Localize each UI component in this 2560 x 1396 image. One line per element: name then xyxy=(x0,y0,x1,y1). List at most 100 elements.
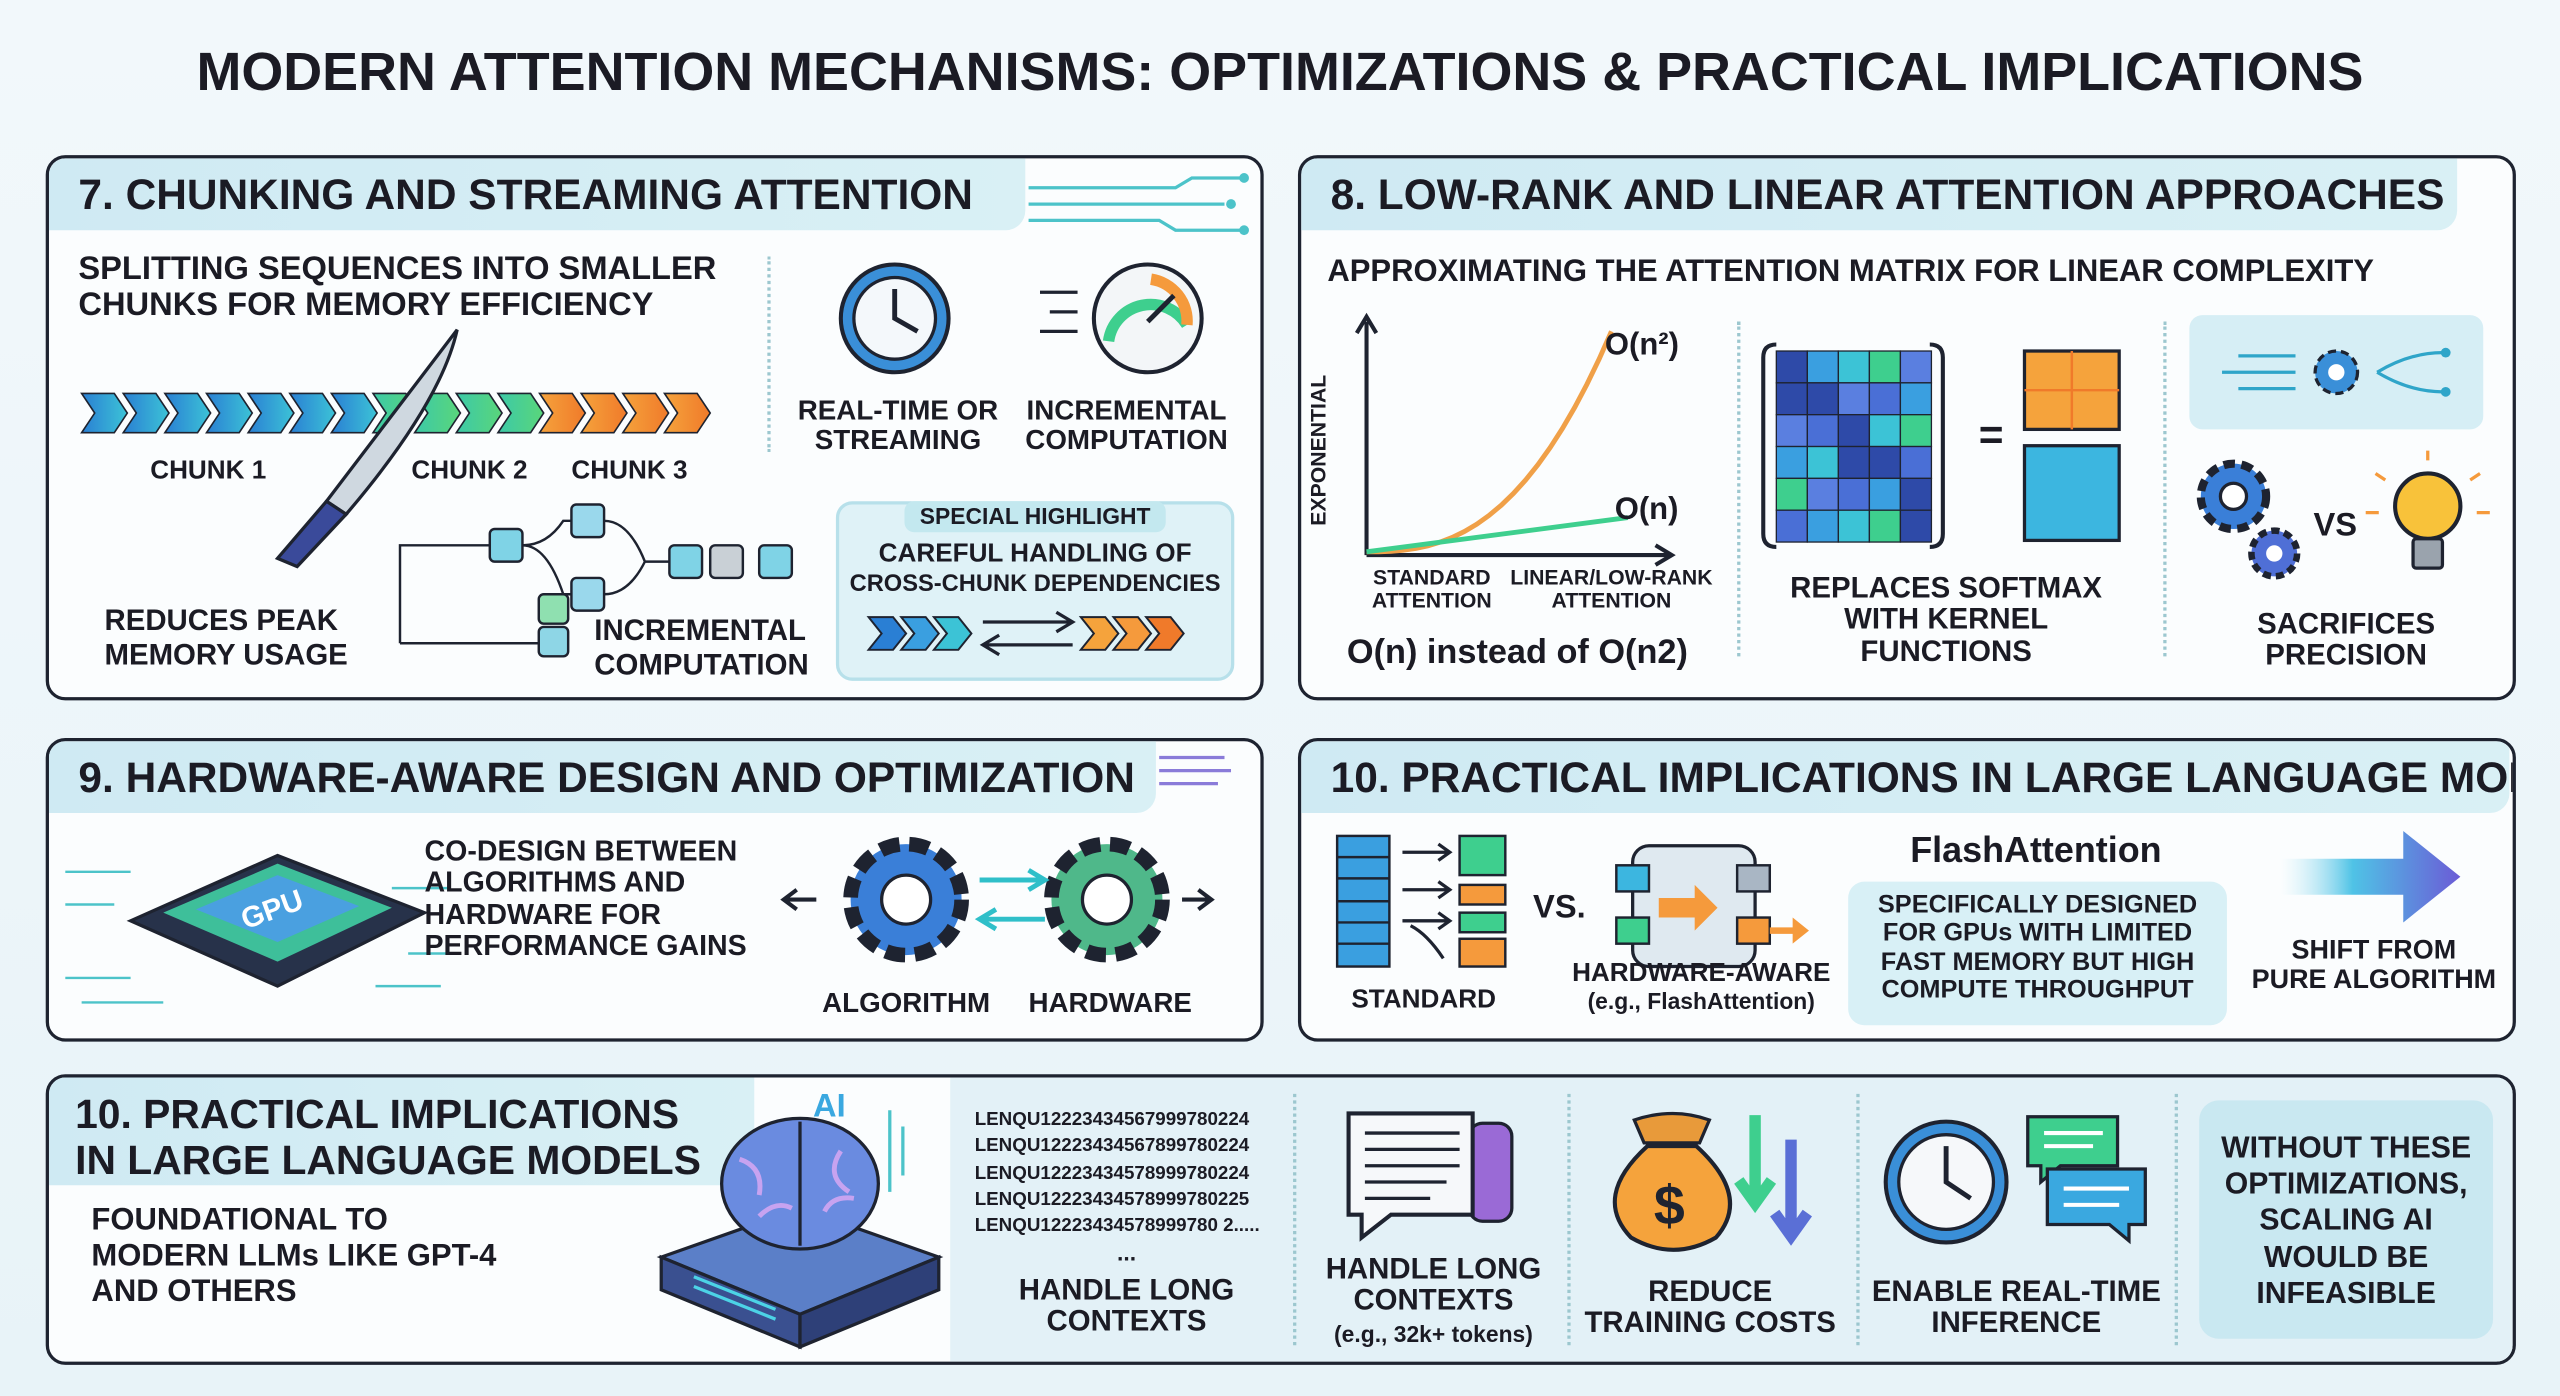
document-icon xyxy=(1346,1111,1514,1242)
text: ATTENTION xyxy=(1371,587,1492,613)
panel-header-box xyxy=(48,1077,755,1186)
special-highlight-box: SPECIAL HIGHLIGHT CAREFUL HANDLING OF CR… xyxy=(835,501,1235,681)
highlight-text: CROSS-CHUNK DEPENDENCIES xyxy=(849,571,1221,598)
circuit-lines-icon xyxy=(1028,173,1249,236)
highlight-tag: SPECIAL HIGHLIGHT xyxy=(904,501,1166,533)
chunk-label: CHUNK 2 xyxy=(411,457,528,485)
divider xyxy=(1737,321,1741,657)
y-axis-label: EXPONENTIAL xyxy=(1306,374,1331,526)
equals-sign: = xyxy=(1978,409,2004,459)
token-line: LENQU12223434578999780225 xyxy=(974,1190,1250,1210)
chart-axes xyxy=(1354,312,1676,567)
text: HANDLE LONG xyxy=(1018,1273,1235,1307)
panel-header: 8. LOW-RANK AND LINEAR ATTENTION APPROAC… xyxy=(1301,158,2458,231)
incremental-flow-diagram xyxy=(398,503,794,658)
text: WITH KERNEL xyxy=(1844,603,2049,636)
matrix-cell xyxy=(1868,509,1902,543)
text: FAST MEMORY BUT HIGH xyxy=(1880,948,2195,976)
linear-curve xyxy=(1366,515,1629,555)
hardware-aware-label: HARDWARE-AWARE(e.g., FlashAttention) xyxy=(1546,960,1856,1016)
matrix-cell xyxy=(1806,414,1840,448)
matrix-cell xyxy=(1868,350,1902,384)
lightbulb-icon xyxy=(2365,450,2490,570)
speed-gauge-icon xyxy=(1039,262,1204,375)
chunk-chevron xyxy=(163,392,212,434)
standard-label: STANDARD xyxy=(1351,986,1496,1014)
circuit-lines-icon xyxy=(1159,755,1232,786)
clock-icon xyxy=(838,262,951,375)
text: CONTEXTS xyxy=(1353,1283,1514,1317)
text: HARDWARE-AWARE xyxy=(1572,959,1831,988)
panel-llm-implications: 10. PRACTICAL IMPLICATIONS IN LARGE LANG… xyxy=(45,1074,2516,1365)
text: ENABLE REAL-TIME xyxy=(1871,1275,2161,1308)
standard-attention-icon xyxy=(1335,834,1507,968)
hardware-aware-icon xyxy=(1615,844,1809,969)
knife-icon xyxy=(274,328,459,569)
text: AND OTHERS xyxy=(91,1274,297,1309)
panel-header: IN LARGE LANGUAGE MODELS xyxy=(75,1137,701,1184)
matrix-cell xyxy=(1775,445,1808,480)
matrix-cell xyxy=(1806,477,1840,511)
chunk-chevron xyxy=(288,392,337,434)
text: STREAMING xyxy=(814,425,982,457)
matrix-cell xyxy=(1806,382,1840,416)
hardware-label: HARDWARE xyxy=(1028,987,1192,1019)
matrix-cell xyxy=(1899,445,1933,480)
matrix-cell xyxy=(1837,445,1871,480)
text: OPTIMIZATIONS, xyxy=(2224,1166,2468,1201)
text: CO-DESIGN BETWEEN xyxy=(424,834,738,867)
shift-arrow-icon xyxy=(2280,831,2461,923)
chunk-chevrons xyxy=(80,392,712,434)
divider xyxy=(1567,1093,1571,1346)
text: REPLACES SOFTMAX xyxy=(1790,571,2103,605)
ellipsis: ... xyxy=(1116,1239,1137,1266)
matrix-cell xyxy=(1868,477,1902,511)
chunk-chevron xyxy=(329,392,379,434)
reduces-memory-label: REDUCES PEAK xyxy=(104,604,339,637)
text: SCALING AI xyxy=(2259,1202,2433,1237)
text: FOUNDATIONAL TO xyxy=(91,1203,388,1238)
matrix-cell xyxy=(1868,445,1902,480)
panel-hardware-aware: 9. HARDWARE-AWARE DESIGN AND OPTIMIZATIO… xyxy=(45,737,1264,1042)
chunk-chevron xyxy=(538,392,587,434)
divider xyxy=(1856,1093,1860,1346)
text: MODERN LLMs LIKE GPT-4 xyxy=(91,1238,497,1274)
chunk-chevron xyxy=(496,392,545,434)
matrix-cell xyxy=(1837,382,1871,416)
text: WITHOUT THESE xyxy=(2221,1129,2472,1165)
ai-brain-server-icon xyxy=(656,1110,944,1350)
matrix-cell xyxy=(1775,509,1808,543)
money-bag-icon: $ xyxy=(1612,1111,1812,1252)
complexity-caption: O(n) instead of O(n2) xyxy=(1346,633,1688,672)
flashattention-title: FlashAttention xyxy=(1910,829,2162,871)
gear-flow-box xyxy=(2189,315,2484,430)
chunk-chevron xyxy=(579,392,628,434)
text: REDUCE xyxy=(1648,1275,1773,1308)
chunk-label: CHUNK 3 xyxy=(571,457,688,485)
text: STANDARD xyxy=(1373,564,1491,590)
chunk-chevron xyxy=(246,392,295,434)
subtitle: APPROXIMATING THE ATTENTION MATRIX FOR L… xyxy=(1327,254,2375,289)
matrix-cell xyxy=(1899,382,1933,416)
divider xyxy=(1293,1093,1297,1346)
incremental-computation-label: COMPUTATION xyxy=(594,648,809,681)
text: WOULD BE xyxy=(2263,1238,2429,1273)
text: TRAINING COSTS xyxy=(1584,1306,1836,1340)
gpu-chip-icon: GPU xyxy=(65,853,449,1004)
text: INFERENCE xyxy=(1931,1306,2102,1340)
highlight-text: CAREFUL HANDLING OF xyxy=(878,540,1192,569)
vs-label: VS xyxy=(2313,507,2358,544)
chunk-chevron xyxy=(662,392,712,434)
matrix-cell xyxy=(1868,414,1902,448)
